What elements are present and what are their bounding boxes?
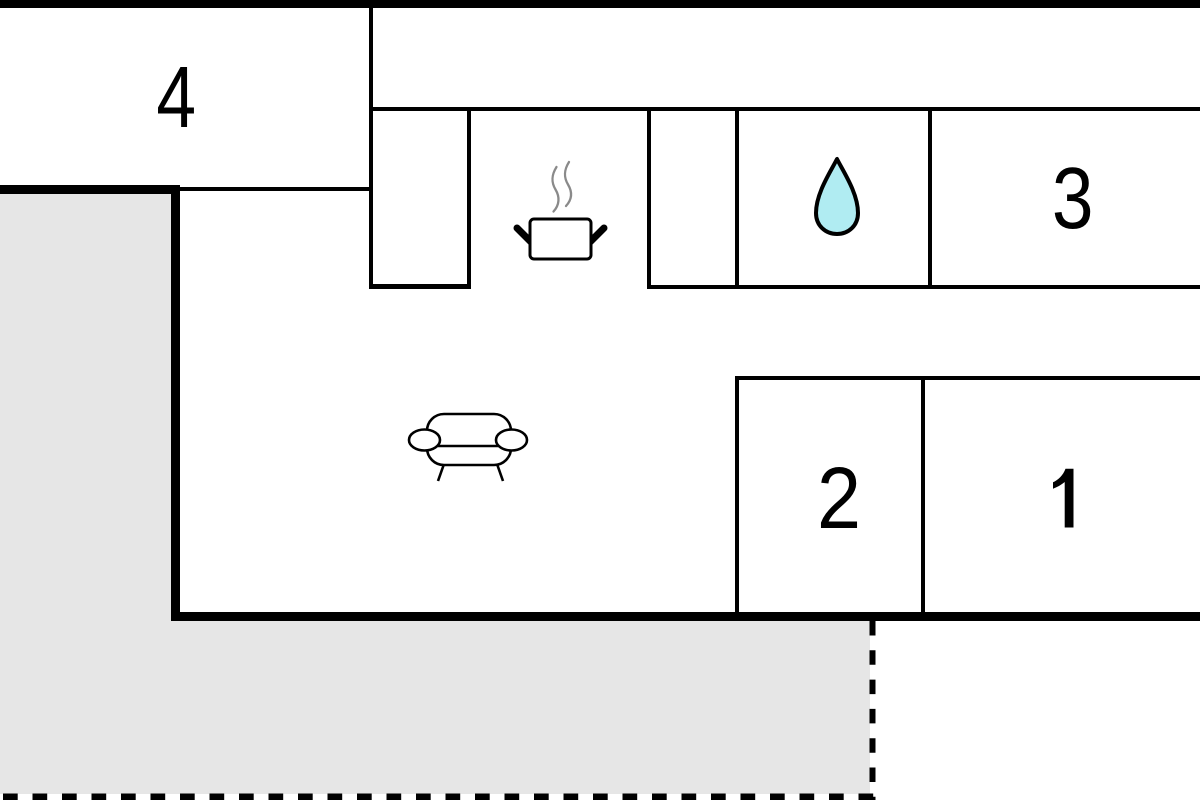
- svg-text:3: 3: [1052, 151, 1094, 248]
- svg-text:4: 4: [156, 48, 196, 145]
- svg-text:2: 2: [817, 449, 861, 546]
